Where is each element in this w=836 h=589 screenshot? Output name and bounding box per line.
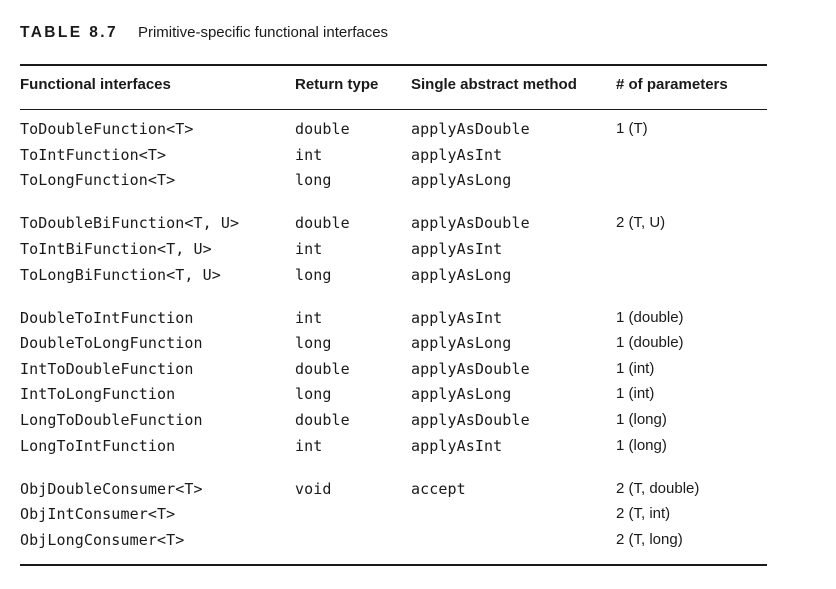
cell-interface-name: ToIntFunction<T> [20, 145, 167, 164]
cell-interface-name: ObjDoubleConsumer<T> [20, 479, 203, 498]
cell-parameters: 1 (double) [616, 308, 684, 326]
cell-method-name: applyAsInt [411, 308, 503, 327]
cell-interface-name: ToDoubleBiFunction<T, U> [20, 214, 240, 233]
cell-method-name: applyAsInt [411, 239, 503, 258]
cell-interface-name: ToDoubleFunction<T> [20, 120, 194, 138]
cell-method-name: applyAsDouble [411, 359, 530, 378]
cell-return-type: double [295, 411, 350, 429]
cell-parameters: 2 (T, long) [616, 530, 683, 548]
cell-interface-name: ToIntBiFunction<T, U> [20, 239, 212, 258]
cell-interface-name: LongToDoubleFunction [20, 411, 203, 429]
cell-return-type: void [295, 479, 332, 498]
cell-method-name: applyAsInt [411, 436, 503, 455]
cell-parameters: 2 (T, double) [616, 479, 700, 497]
cell-method-name: applyAsLong [411, 334, 512, 353]
cell-method-name: applyAsDouble [411, 120, 530, 138]
cell-method-name: applyAsDouble [411, 214, 530, 233]
cell-return-type: long [295, 265, 332, 284]
top-rule [20, 64, 767, 66]
cell-interface-name: ToLongBiFunction<T, U> [20, 265, 221, 284]
cell-return-type: int [295, 436, 323, 455]
cell-interface-name: IntToDoubleFunction [20, 359, 194, 378]
cell-method-name: applyAsLong [411, 385, 512, 404]
table-number: TABLE 8.7 [20, 24, 118, 41]
header-functional-interfaces: Functional interfaces [20, 76, 171, 93]
cell-return-type: int [295, 145, 323, 164]
cell-return-type: double [295, 359, 350, 378]
cell-return-type: long [295, 171, 332, 190]
table-caption: TABLE 8.7 Primitive-specific functional … [20, 24, 388, 46]
cell-parameters: 1 (T) [616, 120, 648, 137]
cell-return-type: double [295, 120, 350, 138]
cell-parameters: 1 (double) [616, 334, 684, 352]
cell-interface-name: IntToLongFunction [20, 385, 176, 404]
table-title: Primitive-specific functional interfaces [137, 24, 389, 41]
cell-interface-name: ObjIntConsumer<T> [20, 505, 176, 524]
cell-interface-name: LongToIntFunction [20, 436, 176, 455]
cell-parameters: 1 (long) [616, 411, 667, 428]
header-number-of-parameters: # of parameters [616, 76, 728, 93]
cell-parameters: 1 (int) [616, 359, 655, 377]
cell-method-name: applyAsDouble [411, 411, 530, 429]
cell-interface-name: ToLongFunction<T> [20, 171, 176, 190]
cell-interface-name: DoubleToIntFunction [20, 308, 194, 327]
cell-return-type: double [295, 214, 350, 233]
header-rule [20, 109, 767, 110]
cell-return-type: int [295, 308, 323, 327]
cell-method-name: accept [411, 479, 466, 498]
header-single-abstract-method: Single abstract method [411, 76, 577, 93]
cell-parameters: 2 (T, U) [616, 214, 666, 232]
cell-return-type: long [295, 334, 332, 353]
header-return-type: Return type [295, 76, 379, 93]
cell-interface-name: ObjLongConsumer<T> [20, 530, 185, 549]
cell-parameters: 1 (int) [616, 385, 655, 403]
cell-method-name: applyAsLong [411, 265, 512, 284]
cell-method-name: applyAsLong [411, 171, 512, 190]
cell-interface-name: DoubleToLongFunction [20, 334, 203, 353]
bottom-rule [20, 564, 767, 566]
cell-return-type: long [295, 385, 332, 404]
cell-return-type: int [295, 239, 323, 258]
cell-parameters: 1 (long) [616, 436, 667, 454]
cell-parameters: 2 (T, int) [616, 505, 671, 523]
cell-method-name: applyAsInt [411, 145, 503, 164]
